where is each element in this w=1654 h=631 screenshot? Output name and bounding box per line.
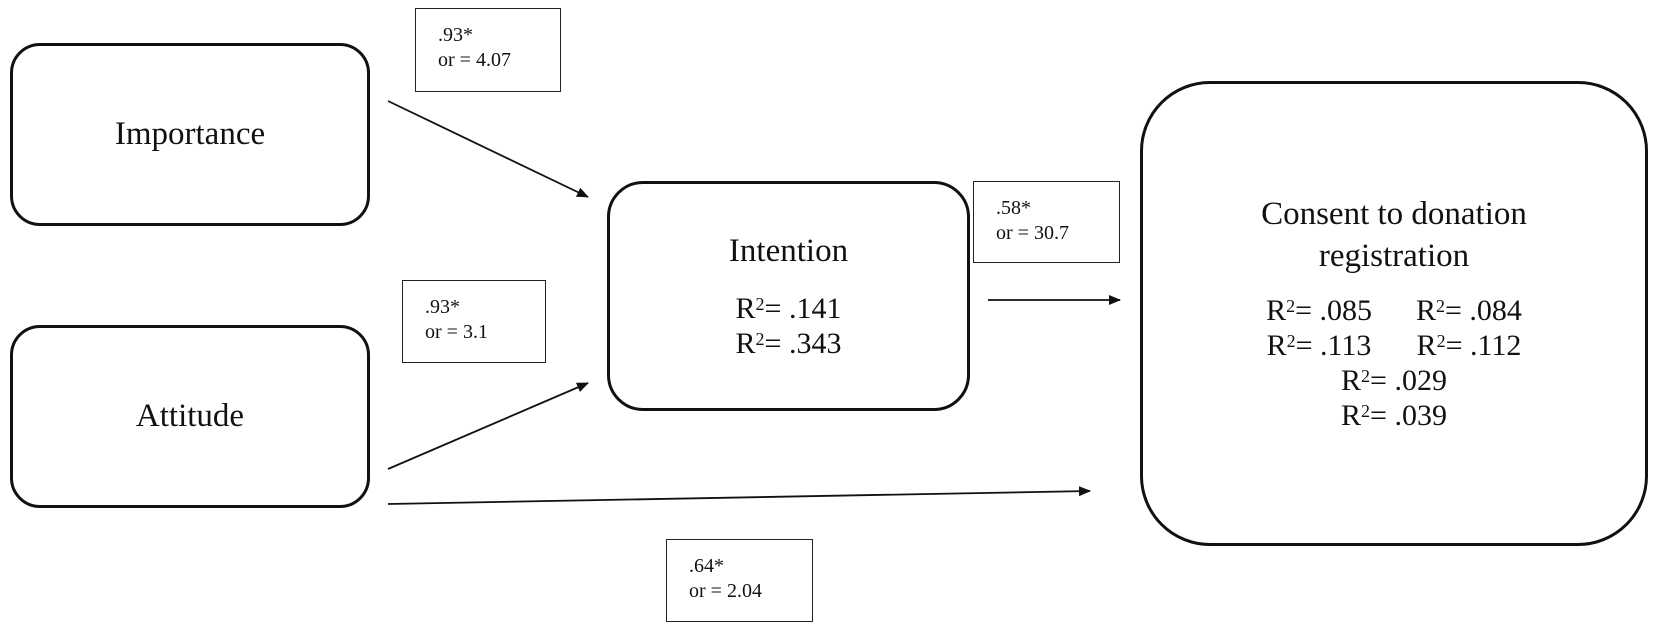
- consent-r2-3: R2= .113: [1266, 328, 1372, 362]
- coefficient-box-importance-intention: .93* or = 4.07: [415, 8, 561, 92]
- attitude-label: Attitude: [135, 397, 245, 434]
- intention-label: Intention: [728, 233, 849, 270]
- intention-r2-1: R2= .141: [735, 291, 842, 325]
- coefficient-odds-ratio: or = 2.04: [689, 580, 762, 602]
- intention-r2-2: R2= .343: [735, 326, 842, 360]
- consent-label: Consent to donation registration: [1261, 196, 1527, 274]
- consent-r2-5: R2= .029: [1341, 363, 1447, 397]
- coefficient-box-intention-consent: .58* or = 30.7: [973, 181, 1120, 263]
- coefficient-odds-ratio: or = 4.07: [438, 49, 511, 71]
- coefficient-beta: .93*: [425, 296, 460, 318]
- coefficient-box-attitude-intention: .93* or = 3.1: [402, 280, 546, 363]
- consent-r2-grid: R2= .085 R2= .084 R2= .113 R2= .112: [1266, 293, 1522, 363]
- importance-label: Importance: [114, 115, 266, 152]
- coefficient-beta: .58*: [996, 197, 1031, 219]
- coefficient-odds-ratio: or = 3.1: [425, 321, 488, 343]
- coefficient-odds-ratio: or = 30.7: [996, 222, 1069, 244]
- arrow-importance-to-intention: [387, 100, 589, 198]
- consent-node: Consent to donation registration R2= .08…: [1140, 81, 1648, 546]
- consent-r2-6: R2= .039: [1341, 398, 1447, 432]
- attitude-node: Attitude: [10, 325, 370, 508]
- coefficient-box-attitude-consent: .64* or = 2.04: [666, 539, 813, 622]
- consent-r2-4: R2= .112: [1416, 328, 1522, 362]
- coefficient-beta: .64*: [689, 555, 724, 577]
- importance-node: Importance: [10, 43, 370, 226]
- consent-r2-2: R2= .084: [1416, 293, 1522, 327]
- arrow-attitude-to-intention: [387, 382, 589, 470]
- intention-node: Intention R2= .141 R2= .343: [607, 181, 970, 411]
- coefficient-beta: .93*: [438, 24, 473, 46]
- arrow-attitude-to-consent: [387, 486, 1091, 505]
- consent-r2-1: R2= .085: [1266, 293, 1372, 327]
